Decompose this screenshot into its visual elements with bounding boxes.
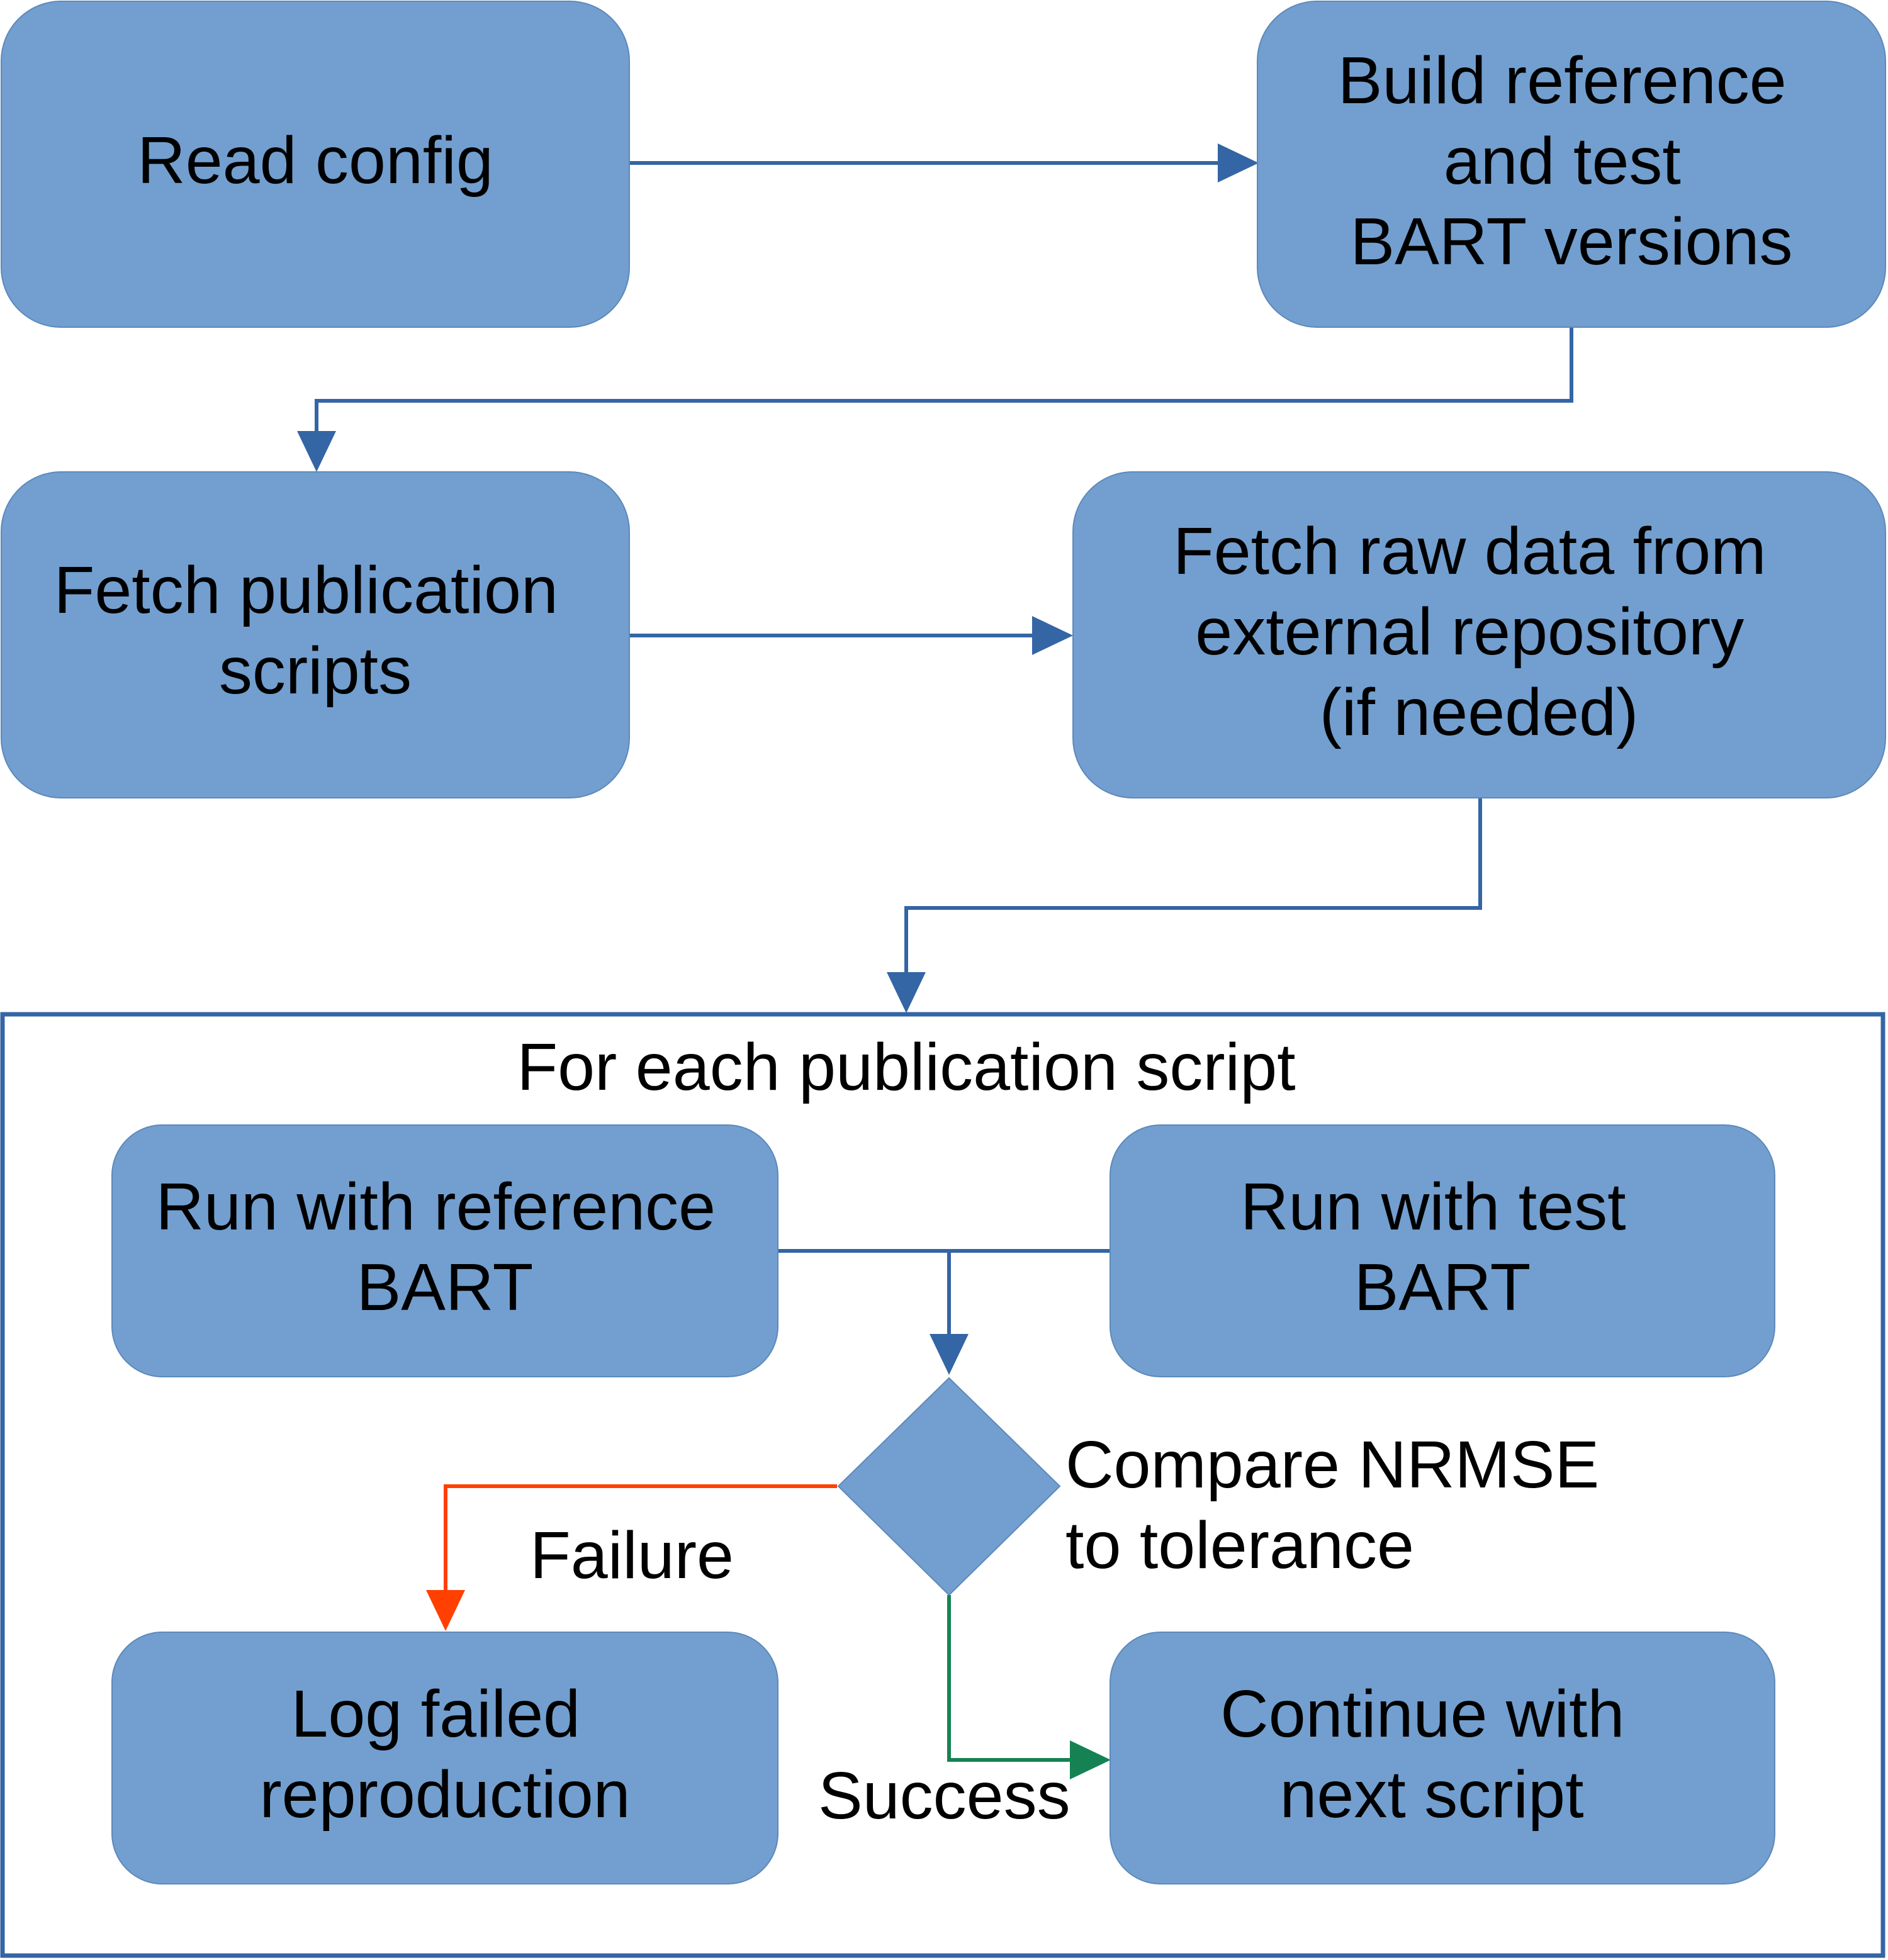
svg-text:Fetch raw data from exte: Fetch raw data from external repository … bbox=[1173, 514, 1785, 749]
svg-text:Run with reference BART: Run with reference BART bbox=[155, 1170, 734, 1324]
edge-raw-data-to-loop bbox=[887, 798, 1482, 1013]
node-continue-next: Continue with next script bbox=[1110, 1632, 1775, 1884]
svg-text:Continue with next scrip: Continue with next script bbox=[1220, 1677, 1643, 1832]
node-build-versions: Build reference and test BART versions bbox=[1257, 1, 1886, 328]
edge-success bbox=[947, 1595, 1111, 1779]
node-log-failed: Log failed reproduction bbox=[111, 1632, 778, 1884]
success-label: Success bbox=[818, 1759, 1070, 1833]
node-fetch-raw-data: Fetch raw data from external repository … bbox=[1072, 471, 1886, 798]
svg-text:Run with test BART: Run with test BART bbox=[1240, 1170, 1644, 1324]
edge-read-to-build bbox=[629, 143, 1259, 182]
edge-runs-to-decision bbox=[778, 1249, 1110, 1375]
edge-failure bbox=[426, 1484, 837, 1631]
svg-text:Fetch publication script: Fetch publication scripts bbox=[54, 553, 577, 708]
node-run-test: Run with test BART bbox=[1110, 1124, 1775, 1377]
svg-text:Build reference and test: Build reference and test BART versions bbox=[1338, 43, 1805, 279]
edge-scripts-to-raw-data bbox=[629, 616, 1073, 655]
decision-label: Compare NRMSE to tolerance bbox=[1065, 1428, 1618, 1582]
loop-frame bbox=[0, 1012, 1885, 1958]
edge-build-to-fetch-scripts bbox=[297, 327, 1573, 472]
failure-label: Failure bbox=[530, 1518, 734, 1593]
loop-title: For each publication script bbox=[517, 1030, 1295, 1104]
node-fetch-scripts: Fetch publication scripts bbox=[1, 471, 630, 798]
decision-diamond bbox=[837, 1377, 1061, 1596]
node-read-config: Read config bbox=[1, 1, 630, 328]
svg-text:Read config: Read config bbox=[137, 123, 493, 198]
node-run-reference: Run with reference BART bbox=[111, 1124, 778, 1377]
svg-text:Log failed reproduction: Log failed reproduction bbox=[259, 1677, 630, 1832]
